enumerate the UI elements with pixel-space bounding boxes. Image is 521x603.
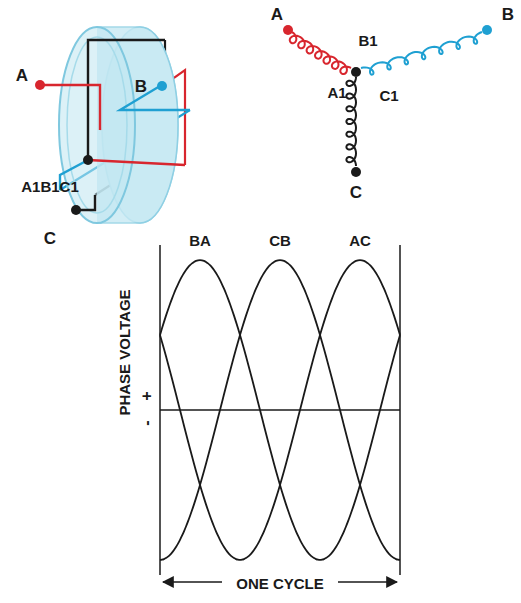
terminal-dot xyxy=(157,81,167,91)
zero-axis xyxy=(160,409,400,411)
terminal-dot xyxy=(35,80,45,90)
phase-label: BA xyxy=(189,233,211,248)
coil-winding xyxy=(361,32,482,75)
neutral-dot xyxy=(351,67,361,77)
coil-winding xyxy=(290,32,351,74)
terminal-dot xyxy=(482,25,492,35)
terminal-label: A1B1C1 xyxy=(21,179,79,194)
coil-winding xyxy=(346,77,356,166)
terminal-dot xyxy=(71,205,81,215)
terminal-dot xyxy=(351,167,361,177)
dimension-arrow xyxy=(338,581,397,583)
terminal-label: B1 xyxy=(358,33,377,48)
axis-label: - xyxy=(139,420,155,425)
dimension-arrow xyxy=(163,581,222,583)
terminal-label: C xyxy=(350,184,362,201)
coil-wire xyxy=(120,86,190,110)
terminal-label: A1 xyxy=(327,85,346,100)
coil-wire xyxy=(88,160,185,165)
phase-label: CB xyxy=(269,233,291,248)
coil-wire xyxy=(78,195,95,210)
coil-wire xyxy=(40,85,100,130)
stator-ring xyxy=(59,27,178,223)
axis-label: + xyxy=(139,391,155,400)
terminal-label: A xyxy=(16,67,28,84)
terminal-label: A xyxy=(271,6,283,23)
terminal-dot xyxy=(83,155,93,165)
terminal-label: B xyxy=(502,6,514,23)
axis-label: ONE CYCLE xyxy=(232,576,328,591)
axis-label: PHASE VOLTAGE xyxy=(117,289,132,415)
phase-wave xyxy=(160,260,400,560)
phase-wave xyxy=(160,260,400,560)
terminal-dot xyxy=(283,25,293,35)
terminal-label: C1 xyxy=(379,88,398,103)
terminal-label: B xyxy=(135,78,147,95)
phase-label: AC xyxy=(349,233,371,248)
terminal-label: C xyxy=(44,230,56,247)
phase-wave xyxy=(160,260,400,560)
